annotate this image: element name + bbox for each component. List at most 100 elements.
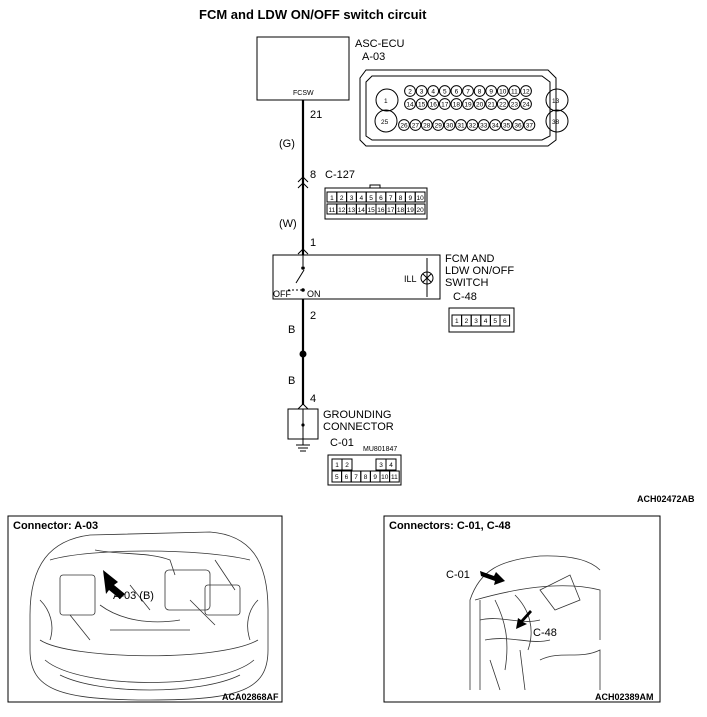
c01-pin-number: 4 bbox=[389, 462, 393, 469]
ecu-pin-number: 9 bbox=[489, 88, 493, 95]
ecu-pin bbox=[427, 85, 440, 97]
ecu-pin-number: 15 bbox=[418, 101, 426, 108]
c127-pin-number: 19 bbox=[407, 207, 415, 214]
c127-id: C-127 bbox=[325, 169, 355, 181]
diagram-title: FCM and LDW ON/OFF switch circuit bbox=[199, 7, 427, 22]
panel-right-code: ACH02389AM bbox=[595, 692, 654, 702]
ecu-pin bbox=[473, 98, 486, 110]
c127-pin-number: 2 bbox=[340, 195, 344, 202]
ecu-pin-number: 29 bbox=[435, 122, 443, 129]
ecu-pin-13 bbox=[545, 88, 569, 112]
c01-pin-number: 1 bbox=[335, 462, 339, 469]
ecu-pin bbox=[489, 119, 502, 131]
ecu-pin bbox=[508, 98, 521, 110]
ecu-pin-number: 21 bbox=[488, 101, 496, 108]
ecu-pin-38 bbox=[545, 109, 569, 133]
c01-pin-number: 9 bbox=[373, 474, 377, 481]
ecu-pin bbox=[496, 85, 509, 97]
c48-pin-number: 6 bbox=[503, 318, 507, 325]
switch-top-connector-symbol bbox=[297, 248, 309, 255]
ecu-pin-number: 17 bbox=[441, 101, 449, 108]
ecu-pin-number: 31 bbox=[457, 122, 465, 129]
ecu-pin bbox=[520, 85, 532, 97]
c127-pin-number: 13 bbox=[348, 207, 356, 214]
ground-name-line2: CONNECTOR bbox=[323, 421, 394, 433]
c01-pin-cell bbox=[389, 470, 400, 483]
ecu-terminal-label: FCSW bbox=[293, 90, 314, 97]
svg-text:13: 13 bbox=[552, 98, 560, 105]
c48-pin-number: 1 bbox=[455, 318, 459, 325]
ecu-pin bbox=[415, 85, 428, 97]
ecu-pin bbox=[462, 85, 474, 97]
c01-pin-number: 5 bbox=[335, 474, 339, 481]
ecu-pin bbox=[438, 85, 451, 97]
panel-right-callout-1: C-01 bbox=[446, 569, 470, 581]
ecu-pin-number: 35 bbox=[503, 122, 511, 129]
switch-ill-label: ILL bbox=[404, 274, 417, 284]
c127-pin-number: 1 bbox=[330, 195, 334, 202]
diagram-code: ACH02472AB bbox=[637, 494, 695, 504]
ecu-pin bbox=[443, 119, 456, 131]
ecu-pin bbox=[485, 85, 498, 97]
switch-box bbox=[272, 254, 441, 300]
c127-pin-number: 3 bbox=[350, 195, 354, 202]
ecu-pin-number: 12 bbox=[522, 88, 530, 95]
ecu-pin-number: 16 bbox=[430, 101, 438, 108]
c127-pin-top: 8 bbox=[310, 169, 316, 181]
ecu-pin-number: 26 bbox=[400, 122, 408, 129]
wire-color-w: (W) bbox=[279, 218, 297, 230]
wire-color-b-upper: B bbox=[288, 324, 295, 336]
c127-pin-number: 7 bbox=[389, 195, 393, 202]
ecu-pin bbox=[477, 119, 490, 131]
ecu-pin-number: 8 bbox=[478, 88, 482, 95]
ecu-pin-number: 28 bbox=[423, 122, 431, 129]
switch-name-line2: LDW ON/OFF bbox=[445, 265, 514, 277]
ecu-pin bbox=[450, 98, 463, 110]
ecu-pin-number: 27 bbox=[412, 122, 420, 129]
ecu-pin-number: 33 bbox=[480, 122, 488, 129]
ecu-pin-number: 11 bbox=[511, 88, 518, 95]
ecu-terminal-pin: 21 bbox=[310, 109, 322, 121]
ecu-pin-number: 20 bbox=[476, 101, 484, 108]
c127-pin-number: 20 bbox=[416, 207, 424, 214]
ecu-pin-number: 4 bbox=[431, 88, 435, 95]
ecu-pin bbox=[409, 119, 422, 131]
c127-pin-number: 5 bbox=[369, 195, 373, 202]
ecu-pin-number: 2 bbox=[408, 88, 412, 95]
callout-arrow-c48 bbox=[516, 610, 532, 629]
ecu-pin-number: 14 bbox=[406, 101, 414, 108]
ecu-pin-number: 36 bbox=[514, 122, 522, 129]
c01-pin-cell bbox=[341, 458, 353, 471]
c48-pin-number: 2 bbox=[465, 318, 469, 325]
ecu-pin-number: 32 bbox=[469, 122, 477, 129]
switch-on-label: ON bbox=[307, 289, 321, 299]
ecu-pin bbox=[466, 119, 479, 131]
ecu-pin bbox=[404, 98, 416, 110]
c127-pin-number: 12 bbox=[338, 207, 346, 214]
c48-pin-number: 4 bbox=[484, 318, 488, 325]
panel-left-title: Connector: A-03 bbox=[13, 520, 98, 532]
ecu-pin bbox=[523, 119, 536, 131]
callout-arrow-a03 bbox=[103, 570, 125, 599]
ecu-connector-id: A-03 bbox=[362, 51, 385, 63]
c01-pin-number: 11 bbox=[391, 474, 398, 481]
ecu-pin bbox=[473, 85, 486, 97]
ecu-pin bbox=[462, 98, 474, 110]
ground-name-line1: GROUNDING bbox=[323, 409, 391, 421]
c127-pin-number: 8 bbox=[399, 195, 403, 202]
ground-part-number: MU801847 bbox=[363, 446, 397, 453]
panel-left-code: ACA02868AF bbox=[222, 692, 279, 702]
ecu-pin bbox=[398, 119, 410, 131]
ecu-pin bbox=[512, 119, 524, 131]
c127-pin-number: 18 bbox=[397, 207, 405, 214]
svg-text:1: 1 bbox=[384, 98, 388, 105]
c127-pin-number: 14 bbox=[358, 207, 366, 214]
ecu-pin bbox=[496, 98, 509, 110]
switch-connector-id: C-48 bbox=[453, 291, 477, 303]
ecu-pin-number: 5 bbox=[443, 88, 447, 95]
illumination-lamp-icon bbox=[420, 271, 434, 285]
